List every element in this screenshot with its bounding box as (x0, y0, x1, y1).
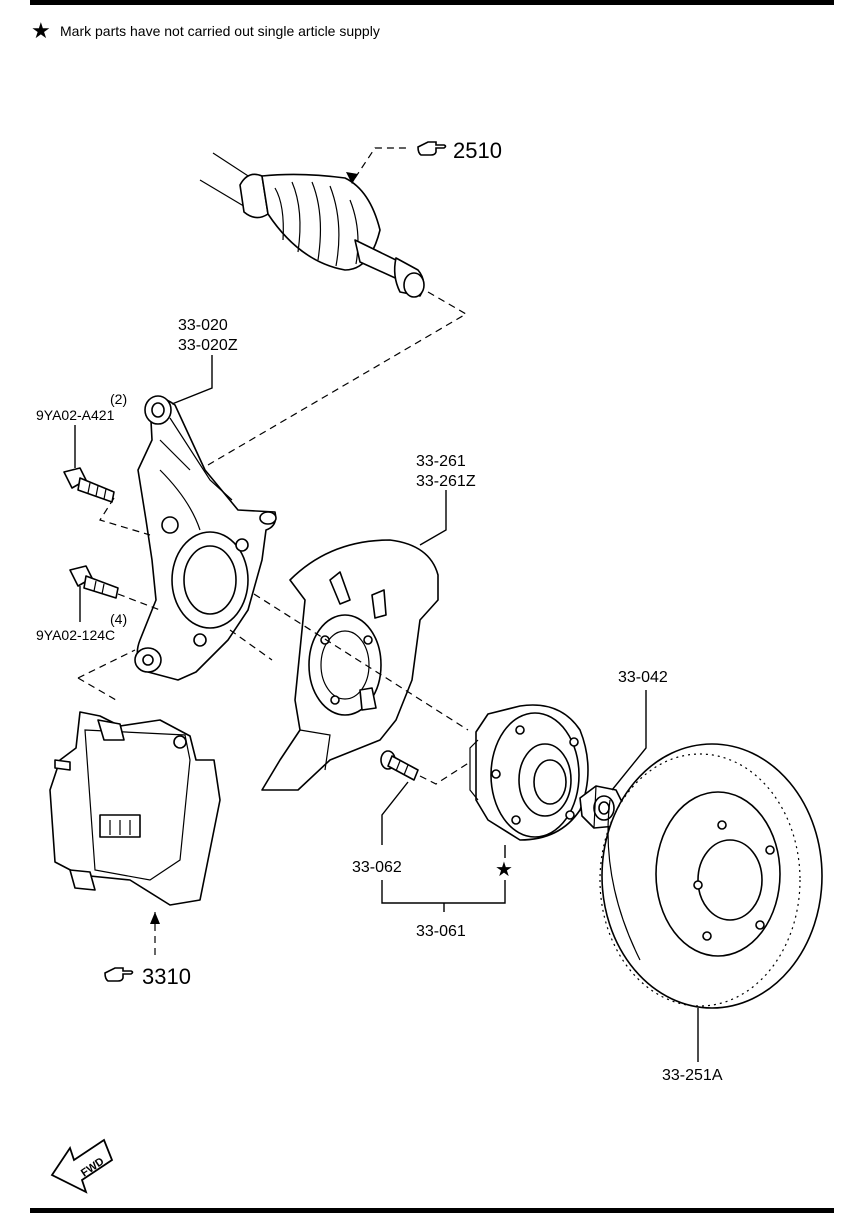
label-33-261: 33-261 (416, 453, 466, 470)
brake-caliper (49, 711, 221, 906)
label-33-020: 33-020 (178, 317, 228, 334)
lower-bolt (69, 565, 119, 599)
ref-2510: 2510 (453, 138, 502, 163)
fwd-arrow-icon: FWD (50, 1138, 114, 1194)
label-33-261z: 33-261Z (416, 473, 476, 490)
label-qty-4: (4) (110, 611, 127, 627)
drive-shaft (199, 152, 425, 298)
bottom-border (30, 1208, 834, 1213)
pointing-hand-icon (417, 141, 447, 156)
label-33-061: 33-061 (416, 923, 466, 940)
ref-3310: 3310 (142, 964, 191, 989)
label-qty-2: (2) (110, 391, 127, 407)
wheel-hub (469, 704, 589, 841)
top-border (30, 0, 834, 5)
hub-bolt (380, 750, 419, 781)
brake-disc (599, 743, 823, 1009)
label-33-042: 33-042 (618, 669, 668, 686)
header-note: Mark parts have not carried out single a… (60, 23, 380, 39)
label-9ya02-a421: 9YA02-A421 (36, 407, 115, 423)
label-33-020z: 33-020Z (178, 337, 238, 354)
upper-bolt (63, 467, 115, 503)
steering-knuckle (134, 395, 277, 681)
label-9ya02-124c: 9YA02-124C (36, 627, 115, 643)
pointing-hand-icon (104, 967, 134, 982)
star-icon: ★ (31, 18, 51, 43)
dust-shield (261, 539, 439, 791)
label-33-062: 33-062 (352, 859, 402, 876)
star-icon: ★ (495, 859, 513, 881)
label-33-251a: 33-251A (662, 1067, 723, 1084)
